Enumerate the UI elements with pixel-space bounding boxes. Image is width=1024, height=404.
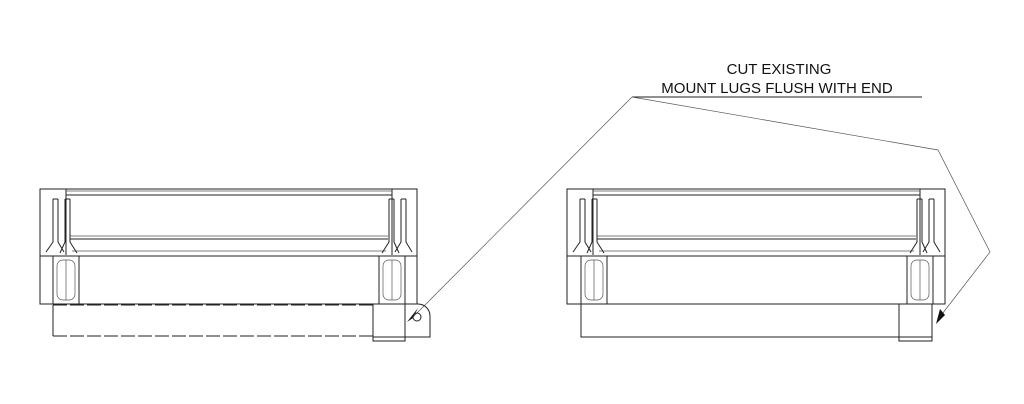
arrowhead-left <box>407 308 418 322</box>
leader-line-left <box>413 96 633 317</box>
note-line-1: CUT EXISTING <box>727 61 832 78</box>
mount-lug-cut <box>898 303 933 338</box>
mount-lug <box>372 303 406 338</box>
note-line-2: MOUNT LUGS FLUSH WITH END <box>661 80 893 97</box>
view-before-cut <box>39 188 431 342</box>
lug-hole <box>412 312 422 322</box>
lug-tab <box>405 303 431 338</box>
view-after-cut <box>566 188 946 342</box>
leader-line-right <box>631 96 991 319</box>
arrowhead-right <box>936 309 945 324</box>
